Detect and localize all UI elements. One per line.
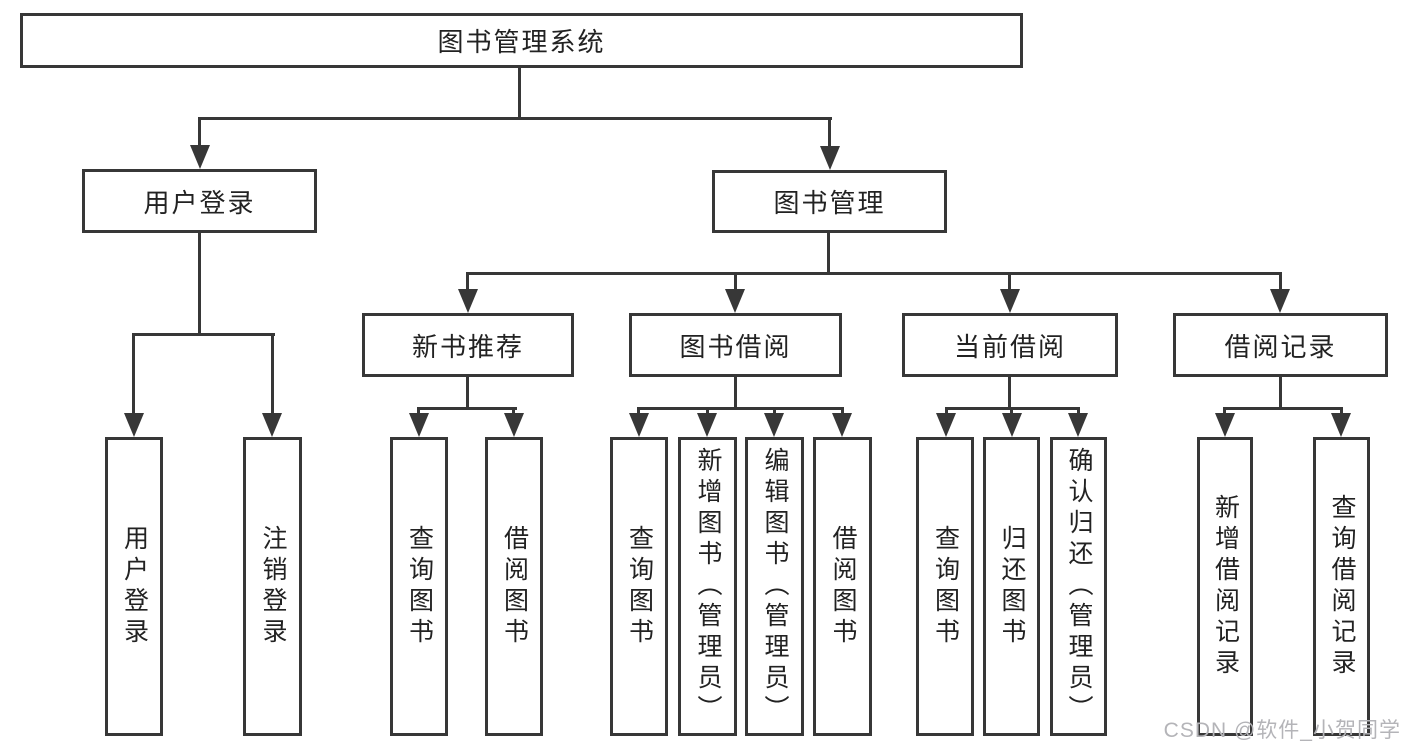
leaf-add-books-admin: 新增图书（管理员） <box>678 437 737 736</box>
arrowhead-down-icon <box>1215 413 1235 437</box>
node-book-borrow: 图书借阅 <box>629 313 842 377</box>
leaf-current-query-books: 查询图书 <box>916 437 974 736</box>
leaf-recommend-borrow-books: 借阅图书 <box>485 437 543 736</box>
connector-line <box>637 407 640 417</box>
connector-line <box>828 117 831 148</box>
leaf-confirm-return-admin-label: 确认归还（管理员） <box>1065 447 1093 726</box>
connector-line <box>637 407 844 410</box>
arrowhead-down-icon <box>1068 413 1088 437</box>
node-book-management-label: 图书管理 <box>773 188 886 218</box>
arrowhead-down-icon <box>1002 413 1022 437</box>
leaf-user-login-label: 用户登录 <box>120 524 149 649</box>
leaf-recommend-query-books: 查询图书 <box>390 437 448 736</box>
leaf-recommend-borrow-books-label: 借阅图书 <box>500 524 529 649</box>
connector-line <box>841 407 844 417</box>
connector-line <box>706 407 709 417</box>
arrowhead-down-icon <box>409 413 429 437</box>
leaf-borrow-books-label: 借阅图书 <box>829 524 857 649</box>
connector-line <box>198 233 201 336</box>
leaf-recommend-query-books-label: 查询图书 <box>405 524 434 649</box>
csdn-watermark: CSDN @软件_小贺同学 <box>1163 719 1401 742</box>
connector-line <box>132 333 135 415</box>
node-root-label: 图书管理系统 <box>437 27 606 57</box>
arrowhead-down-icon <box>262 413 282 437</box>
connector-line <box>198 117 832 120</box>
node-current-borrow-label: 当前借阅 <box>953 331 1066 362</box>
connector-line <box>132 333 275 336</box>
connector-line <box>417 407 420 417</box>
arrowhead-down-icon <box>504 413 524 437</box>
connector-line <box>1340 407 1343 417</box>
arrowhead-down-icon <box>725 289 745 313</box>
connector-line <box>466 377 469 410</box>
arrowhead-down-icon <box>832 413 852 437</box>
connector-line <box>466 272 1282 275</box>
connector-line <box>773 407 776 417</box>
connector-line <box>1223 407 1343 410</box>
arrowhead-down-icon <box>1331 413 1351 437</box>
leaf-user-login: 用户登录 <box>105 437 163 736</box>
node-new-book-recommend-label: 新书推荐 <box>411 331 524 362</box>
connector-line <box>1008 272 1011 292</box>
node-user-login: 用户登录 <box>82 169 317 233</box>
connector-line <box>518 68 521 119</box>
arrowhead-down-icon <box>820 146 840 170</box>
node-borrow-records: 借阅记录 <box>1173 313 1388 377</box>
leaf-confirm-return-admin: 确认归还（管理员） <box>1050 437 1107 736</box>
arrowhead-down-icon <box>458 289 478 313</box>
connector-line <box>1279 377 1282 410</box>
arrowhead-down-icon <box>629 413 649 437</box>
node-borrow-records-label: 借阅记录 <box>1224 331 1337 362</box>
leaf-edit-books-admin-label: 编辑图书（管理员） <box>761 447 789 726</box>
leaf-query-borrow-record: 查询借阅记录 <box>1313 437 1370 736</box>
leaf-return-books-label: 归还图书 <box>998 524 1026 649</box>
leaf-add-borrow-record: 新增借阅记录 <box>1197 437 1253 736</box>
leaf-logout: 注销登录 <box>243 437 302 736</box>
connector-line <box>1077 407 1080 417</box>
leaf-return-books: 归还图书 <box>983 437 1040 736</box>
leaf-borrow-books: 借阅图书 <box>813 437 872 736</box>
arrowhead-down-icon <box>764 413 784 437</box>
arrowhead-down-icon <box>190 145 210 169</box>
arrowhead-down-icon <box>697 413 717 437</box>
leaf-add-books-admin-label: 新增图书（管理员） <box>694 447 722 726</box>
connector-line <box>466 272 469 292</box>
connector-line <box>512 407 515 417</box>
arrowhead-down-icon <box>1270 289 1290 313</box>
leaf-current-query-books-label: 查询图书 <box>931 524 960 649</box>
connector-line <box>1223 407 1226 417</box>
connector-line <box>945 407 948 417</box>
node-user-login-label: 用户登录 <box>143 187 256 218</box>
connector-line <box>1010 407 1013 417</box>
node-new-book-recommend: 新书推荐 <box>362 313 574 377</box>
leaf-borrow-query-books-label: 查询图书 <box>625 524 654 649</box>
arrowhead-down-icon <box>124 413 144 437</box>
connector-line <box>271 333 274 415</box>
connector-line <box>198 117 201 147</box>
node-root: 图书管理系统 <box>20 13 1023 68</box>
node-book-management: 图书管理 <box>712 170 947 233</box>
leaf-edit-books-admin: 编辑图书（管理员） <box>745 437 804 736</box>
leaf-logout-label: 注销登录 <box>259 524 287 649</box>
connector-line <box>734 272 737 292</box>
connector-line <box>734 377 737 410</box>
connector-line <box>1279 272 1282 292</box>
arrowhead-down-icon <box>1000 289 1020 313</box>
connector-line <box>417 407 517 410</box>
leaf-add-borrow-record-label: 新增借阅记录 <box>1211 493 1240 680</box>
leaf-query-borrow-record-label: 查询借阅记录 <box>1328 493 1356 680</box>
leaf-borrow-query-books: 查询图书 <box>610 437 668 736</box>
node-current-borrow: 当前借阅 <box>902 313 1118 377</box>
arrowhead-down-icon <box>936 413 956 437</box>
connector-line <box>1008 377 1011 410</box>
connector-line <box>827 233 830 275</box>
node-book-borrow-label: 图书借阅 <box>679 331 792 362</box>
